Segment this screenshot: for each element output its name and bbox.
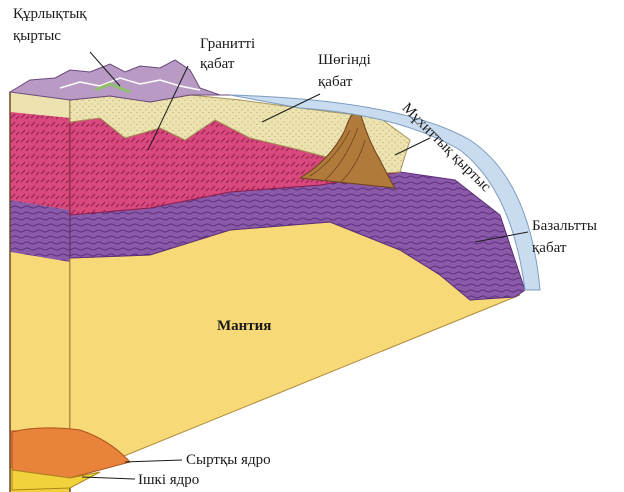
- label-outer-core: Сыртқы ядро: [186, 452, 271, 469]
- label-inner-core: Ішкі ядро: [138, 472, 199, 489]
- label-continental-crust-line2: қыртыс: [13, 28, 61, 45]
- label-basalt-layer-line2: қабат: [532, 240, 566, 257]
- label-granite-layer-line2: қабат: [200, 56, 234, 73]
- label-continental-crust-line1: Құрлықтық: [13, 6, 87, 23]
- label-mantle: Мантия: [217, 318, 271, 335]
- label-granite-layer-line1: Гранитті: [200, 36, 255, 53]
- label-sedimentary-layer-line2: қабат: [318, 74, 352, 91]
- label-basalt-layer-line1: Базальтты: [532, 218, 597, 235]
- label-sedimentary-layer-line1: Шөгінді: [318, 52, 371, 69]
